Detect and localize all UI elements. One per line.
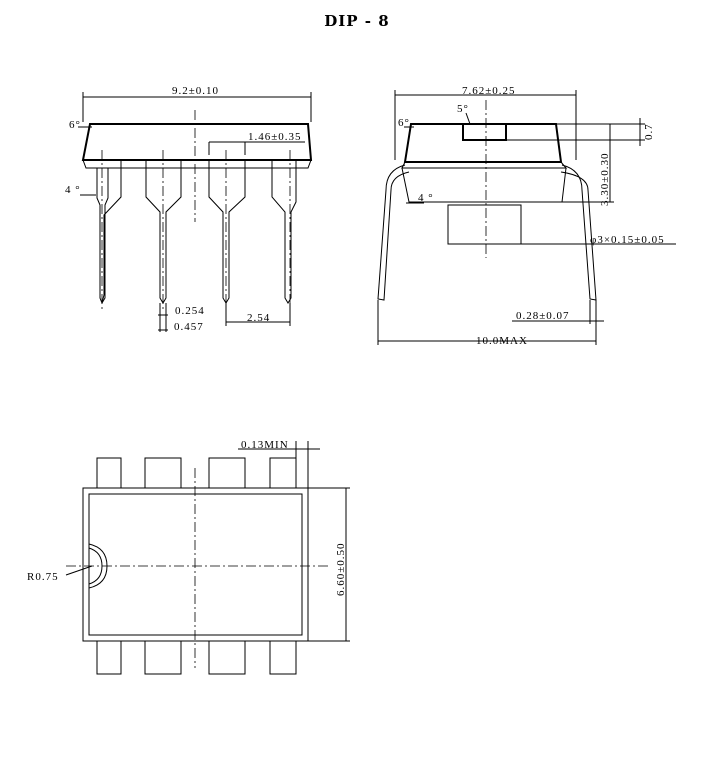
top-protrusion-label: 0.13MIN	[241, 439, 289, 451]
side-pin1-label: φ3×0.15±0.05	[590, 234, 665, 246]
side-top-angle-label: 5°	[457, 103, 469, 115]
front-angle-side-label: 4 °	[65, 184, 81, 196]
front-shoulder-label: 1.46±0.35	[248, 131, 302, 143]
front-angle-top-label: 6°	[69, 119, 81, 131]
side-lead-right	[560, 164, 597, 301]
side-thickness-label: 3.30±0.30	[599, 152, 611, 206]
front-body-lower	[82, 159, 312, 169]
front-lead-width-label: 0.457	[174, 321, 204, 333]
side-standoff-label: 0.7	[643, 123, 655, 140]
side-lead-thickness-label: 0.28±0.07	[516, 310, 570, 322]
top-width-label: 6.60±0.50	[335, 542, 347, 596]
front-view: 9.2±0.10 6° 4 ° 1.46±0.35 0.254 0.457 2.…	[65, 85, 313, 333]
front-leads	[83, 159, 311, 305]
top-view: 0.13MIN R0.75 6.60±0.50	[27, 439, 350, 675]
front-length-label: 9.2±0.10	[172, 85, 219, 97]
side-row-spacing-label: 7.62±0.25	[462, 85, 516, 97]
front-tip-label: 0.254	[175, 305, 205, 317]
side-overall-width-label: 10.0MAX	[476, 335, 528, 347]
top-notch-label: R0.75	[27, 571, 59, 583]
side-body	[403, 123, 563, 163]
side-angle-top-label: 6°	[398, 117, 410, 129]
front-pitch-label: 2.54	[247, 312, 270, 324]
top-body	[82, 487, 309, 642]
side-angle-side-label: 4 °	[418, 192, 434, 204]
side-view: 7.62±0.25 5° 6° 4 ° 0.7 3.30±0.30 φ3×0.1…	[377, 85, 676, 347]
page-title: DIP - 8	[324, 12, 390, 30]
side-lead-left	[377, 164, 410, 301]
